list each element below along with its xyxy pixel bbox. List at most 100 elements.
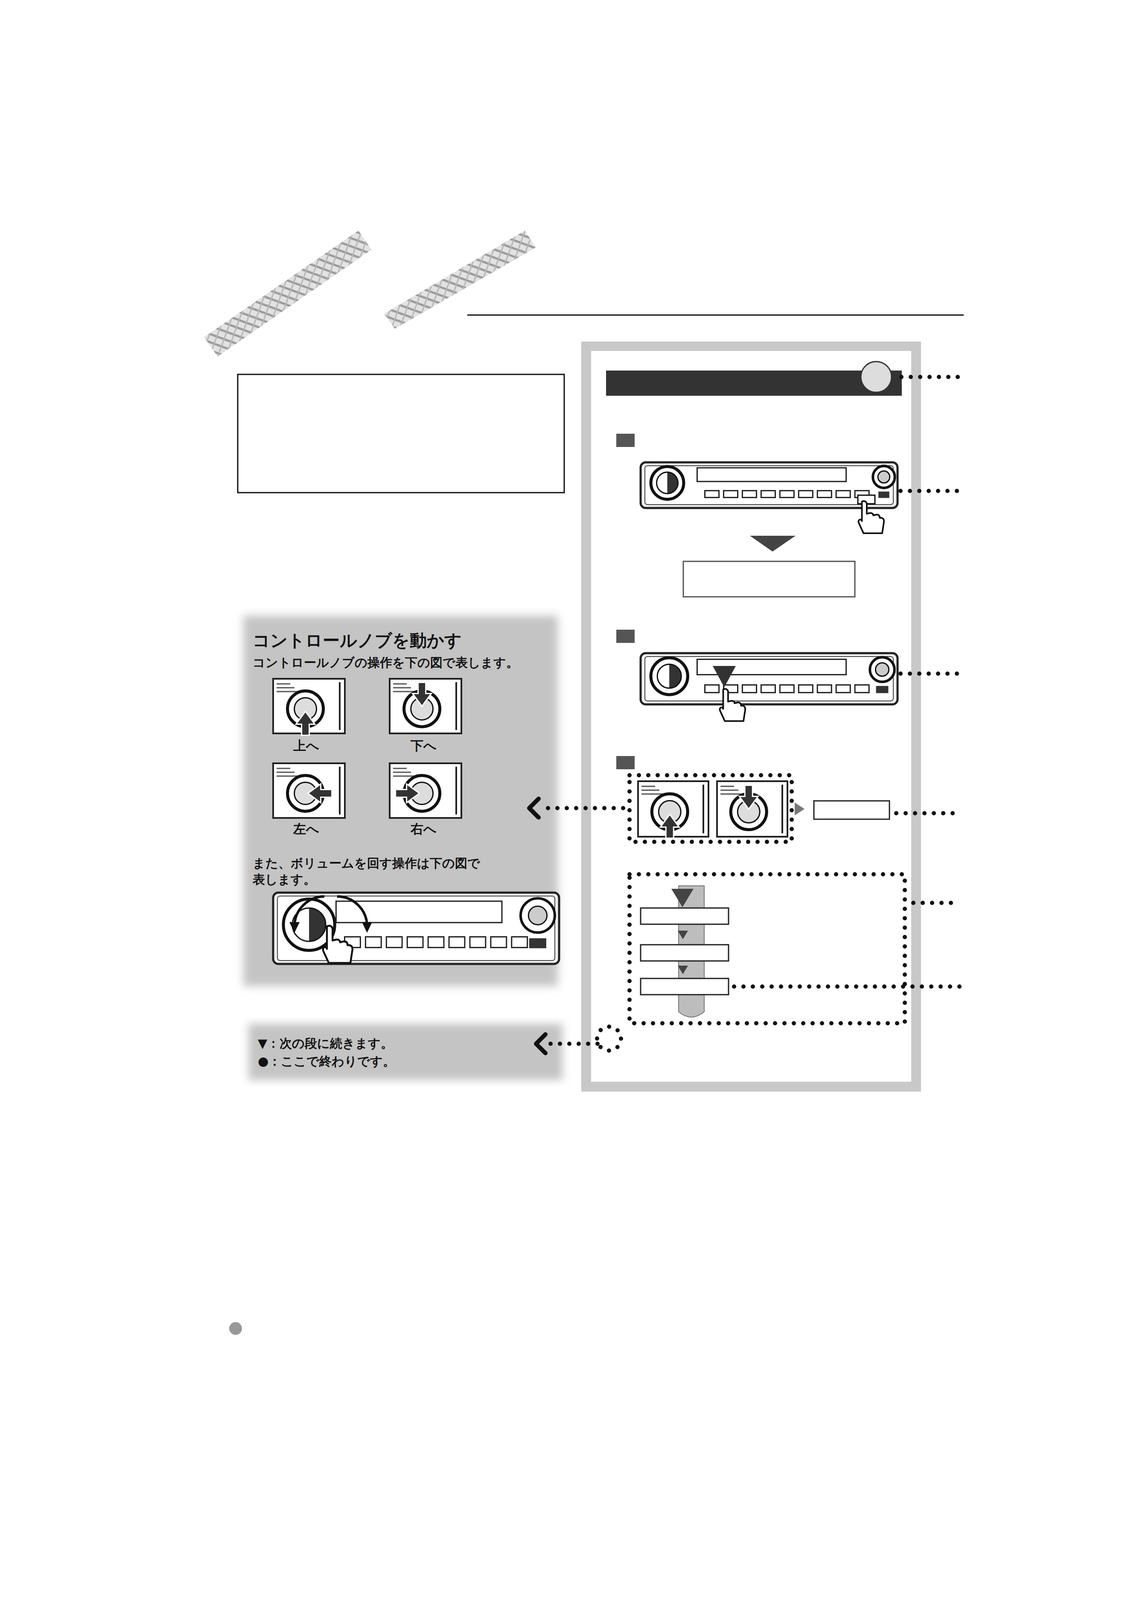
panel-text: また、ボリュームを回す操作は下の図で 表します。	[252, 855, 492, 888]
preset-button	[742, 490, 757, 498]
cycle-arrow	[671, 888, 694, 907]
panel-heading: コントロールノブを動かす	[252, 629, 552, 652]
dotted-ring	[597, 1026, 621, 1051]
panel-marking	[720, 793, 743, 795]
result-box	[813, 800, 890, 820]
function-button	[529, 938, 547, 948]
arrow-shape	[412, 682, 432, 706]
title-bar	[606, 370, 902, 396]
panel-marking	[393, 683, 407, 685]
arrow-shape	[308, 783, 333, 803]
preset-button	[836, 684, 851, 693]
panel-marking	[641, 793, 664, 795]
page-dot	[229, 1321, 242, 1335]
stereo-face	[644, 656, 894, 701]
stereo-body	[640, 462, 898, 508]
direction-label: 左へ	[288, 820, 324, 837]
panel-marking	[276, 690, 299, 693]
legend-panel: ▼：次の段に続きます。●：ここで終わりです。	[244, 1020, 566, 1084]
preset-button	[817, 684, 832, 693]
panel-edge	[455, 682, 458, 730]
volume-knob	[650, 657, 688, 695]
intro-box	[237, 374, 565, 493]
rotate-arrow-head	[361, 921, 373, 933]
cycle-arrow	[677, 965, 688, 974]
control-knob	[520, 897, 555, 933]
panel-marking	[720, 789, 739, 791]
step-marker	[616, 629, 635, 643]
arrow-shape	[296, 711, 315, 735]
stereo-body	[273, 892, 560, 964]
control-knob	[872, 466, 895, 488]
panel-marking	[393, 771, 412, 773]
preset-button	[428, 936, 444, 948]
preset-button	[705, 684, 720, 693]
preset-button	[407, 936, 423, 948]
option-box	[640, 978, 729, 995]
preset-button	[723, 490, 738, 498]
knob-shade	[669, 664, 682, 688]
knob-arrow	[739, 785, 758, 810]
knob-center	[875, 662, 889, 677]
knob-arrow	[395, 783, 420, 803]
chevron-arrow	[536, 1034, 546, 1053]
panel-marking	[276, 771, 295, 773]
arrow-shape	[739, 785, 758, 810]
dotted-leader	[900, 488, 961, 493]
page-badge	[860, 361, 892, 393]
panel-marking	[720, 785, 735, 788]
panel-text: ▼：次の段に続きます。	[257, 1035, 557, 1052]
knob-ring	[657, 664, 682, 688]
panel-marking	[276, 767, 291, 770]
preset-button	[798, 490, 813, 498]
preset-button	[779, 490, 794, 498]
panel-edge	[455, 766, 458, 815]
rotate-arrow-head	[289, 921, 300, 933]
panel-edge	[338, 766, 341, 815]
tire-track	[384, 230, 536, 329]
explanation-panel: コントロールノブを動かすコントロールノブの操作を下の図で表します。上へ下へ左へ右…	[239, 612, 562, 990]
dotted-frame	[629, 874, 905, 1024]
legend-panel	[248, 1023, 563, 1080]
dotted-leader	[900, 671, 961, 676]
preset-button	[490, 936, 507, 948]
function-button	[876, 685, 889, 694]
pointing-hand	[719, 688, 746, 721]
panel-marking	[393, 767, 407, 770]
preset-button	[760, 684, 776, 693]
preset-button	[386, 936, 403, 948]
panel-marking	[641, 789, 660, 791]
function-button	[878, 491, 890, 498]
preset-button	[854, 684, 869, 693]
step-arrow	[749, 535, 796, 552]
tire-track	[204, 230, 372, 357]
hand-outline	[858, 501, 885, 534]
panel-marking	[393, 687, 412, 689]
stereo-face	[644, 465, 894, 505]
dotted-leader	[545, 1041, 598, 1046]
knob-center	[877, 470, 890, 483]
step-arrow	[794, 802, 805, 816]
dotted-leader	[913, 900, 961, 905]
preset-button	[779, 684, 794, 693]
panel-marking	[276, 687, 295, 689]
knob-panel	[717, 781, 788, 837]
preset-button	[742, 684, 757, 693]
panel-text: ●：ここで終わりです。	[257, 1053, 557, 1070]
dotted-frame	[629, 775, 792, 842]
panel-text: コントロールノブの操作を下の図で表します。	[252, 654, 556, 671]
preset-button	[365, 936, 382, 948]
knob-panel	[389, 678, 462, 734]
stereo-body	[640, 652, 898, 705]
direction-label: 右へ	[406, 820, 441, 837]
knob-arrow	[308, 783, 333, 803]
step-marker	[616, 755, 635, 770]
preset-button	[760, 490, 776, 498]
chevron-arrow	[529, 798, 539, 818]
stereo-face	[277, 895, 555, 961]
option-box	[640, 944, 729, 961]
panel-marking	[276, 683, 291, 685]
example-frame	[581, 341, 922, 1092]
panel-marking	[393, 690, 416, 693]
